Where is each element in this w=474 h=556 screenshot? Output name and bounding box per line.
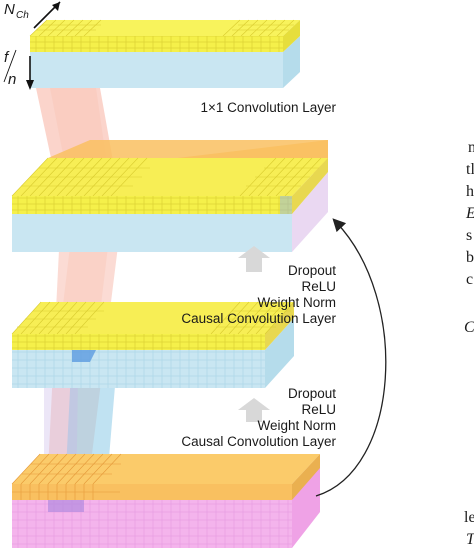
frames-label-f: f <box>4 49 10 66</box>
input-slab <box>11 453 320 548</box>
axis-indicators <box>3 1 61 90</box>
side-line-4: E <box>465 205 474 222</box>
side-line-6: b <box>466 249 474 266</box>
side-line-9: le <box>464 509 474 526</box>
side-line-8: C <box>464 319 474 336</box>
upper-block-labels: Dropout ReLU Weight Norm Causal Convolut… <box>181 263 336 326</box>
side-line-1: n <box>468 139 474 156</box>
side-line-3: h <box>466 183 474 200</box>
side-text-fragments: n tl h E s b c C le T <box>464 139 474 548</box>
upper-relu-label: ReLU <box>301 279 336 294</box>
frames-label-n: n <box>8 71 16 88</box>
flow-arrow-lower <box>238 398 270 422</box>
side-line-2: tl <box>466 161 474 178</box>
lower-weightnorm-label: Weight Norm <box>257 418 336 433</box>
top-slab <box>29 19 300 88</box>
lower-relu-label: ReLU <box>301 402 336 417</box>
lower-dropout-label: Dropout <box>288 386 336 401</box>
side-line-5: s <box>466 227 472 244</box>
conv1x1-label: 1×1 Convolution Layer <box>201 100 337 115</box>
lower-causal-conv-label: Causal Convolution Layer <box>181 434 336 449</box>
flow-arrow-upper <box>238 246 270 272</box>
upper-causal-conv-label: Causal Convolution Layer <box>181 311 336 326</box>
channels-subscript: Ch <box>16 10 29 21</box>
upper-dropout-label: Dropout <box>288 263 336 278</box>
repeat-arrow <box>315 218 387 497</box>
lower-block-labels: Dropout ReLU Weight Norm Causal Convolut… <box>181 386 336 449</box>
side-line-10: T <box>466 531 474 548</box>
upper-slab <box>11 140 328 252</box>
channels-label: N <box>4 1 15 18</box>
side-line-7: c <box>466 271 473 288</box>
upper-weightnorm-label: Weight Norm <box>257 295 336 310</box>
middle-slab <box>11 301 295 388</box>
